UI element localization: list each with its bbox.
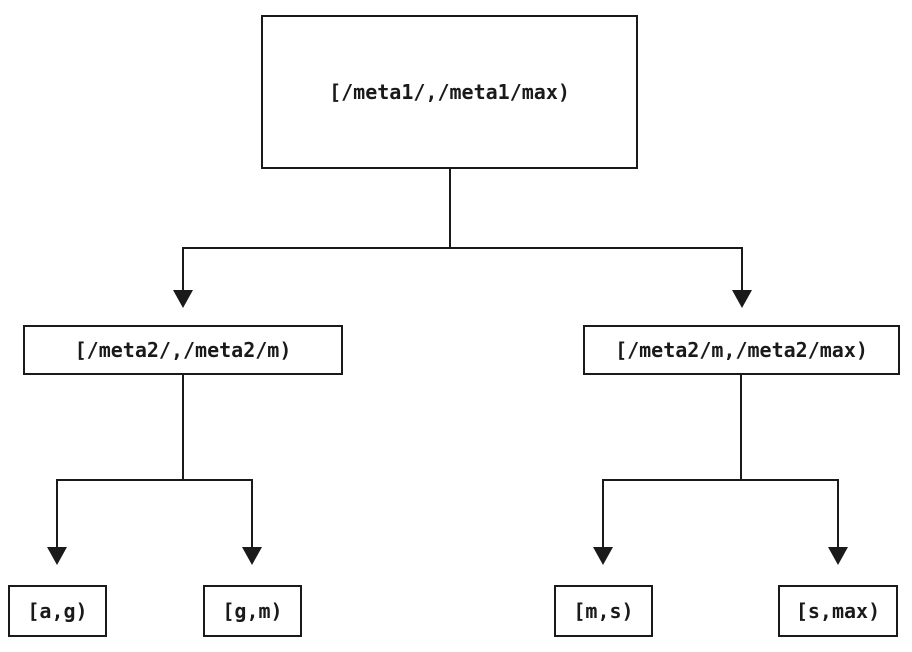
tree-node-leaf-gm: [g,m) xyxy=(203,585,302,637)
connector-left-branch xyxy=(57,479,253,481)
connector-root-drop-right xyxy=(741,247,743,291)
tree-node-leaf-smax: [s,max) xyxy=(778,585,898,637)
connector-left-drop-right xyxy=(251,479,253,548)
arrowhead-down-icon xyxy=(173,290,193,308)
connector-left-stem xyxy=(182,375,184,481)
arrowhead-down-icon xyxy=(732,290,752,308)
arrowhead-down-icon xyxy=(47,547,67,565)
tree-node-leaf-ms: [m,s) xyxy=(554,585,653,637)
arrowhead-down-icon xyxy=(828,547,848,565)
connector-right-drop-right xyxy=(837,479,839,548)
connector-right-stem xyxy=(740,375,742,481)
arrowhead-down-icon xyxy=(593,547,613,565)
connector-left-drop-left xyxy=(56,479,58,548)
arrowhead-down-icon xyxy=(242,547,262,565)
tree-node-leaf-ag: [a,g) xyxy=(8,585,107,637)
connector-right-drop-left xyxy=(602,479,604,548)
connector-root-stem xyxy=(449,169,451,249)
connector-root-drop-left xyxy=(182,247,184,291)
tree-node-meta2-right: [/meta2/m,/meta2/max) xyxy=(583,325,900,375)
tree-node-meta2-left: [/meta2/,/meta2/m) xyxy=(23,325,343,375)
connector-right-branch xyxy=(603,479,839,481)
connector-root-branch xyxy=(183,247,743,249)
tree-node-root: [/meta1/,/meta1/max) xyxy=(261,15,638,169)
